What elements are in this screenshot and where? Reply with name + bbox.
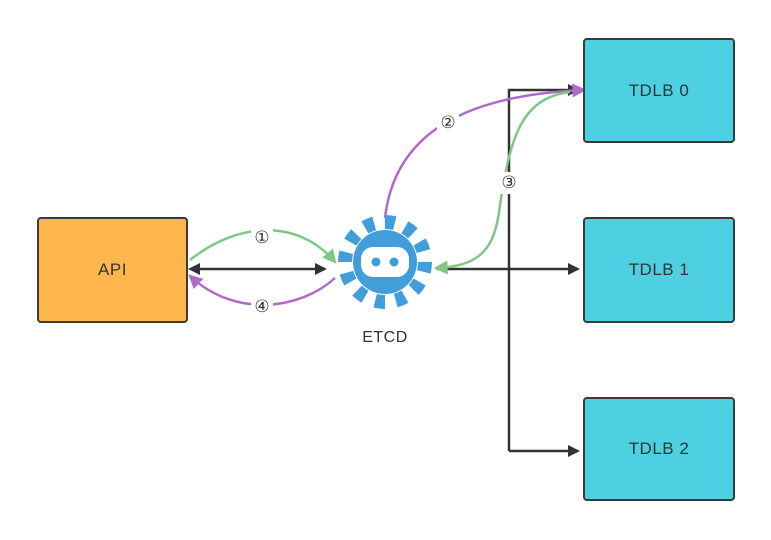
etcd-label: ETCD xyxy=(362,329,408,346)
tdlb-1-label: TDLB 1 xyxy=(628,260,690,279)
step-2-label: ② xyxy=(437,112,459,134)
step-4-label: ④ xyxy=(251,296,273,318)
step-1-label: ① xyxy=(251,227,273,249)
flow-step-2-arrow xyxy=(383,83,587,219)
tdlb-0-node: TDLB 0 xyxy=(583,38,735,143)
tdlb-2-label: TDLB 2 xyxy=(628,439,690,458)
etcd-icon xyxy=(338,215,432,309)
step-3-label: ③ xyxy=(498,172,520,194)
connector-etcd-tdlbs xyxy=(437,84,580,457)
flow-step-3-arrow xyxy=(433,90,571,275)
api-node: API xyxy=(37,217,188,323)
api-node-label: API xyxy=(98,260,127,279)
tdlb-1-node: TDLB 1 xyxy=(583,217,735,323)
tdlb-2-node: TDLB 2 xyxy=(583,397,735,501)
tdlb-0-label: TDLB 0 xyxy=(628,80,690,100)
connector-api-etcd xyxy=(188,263,327,275)
